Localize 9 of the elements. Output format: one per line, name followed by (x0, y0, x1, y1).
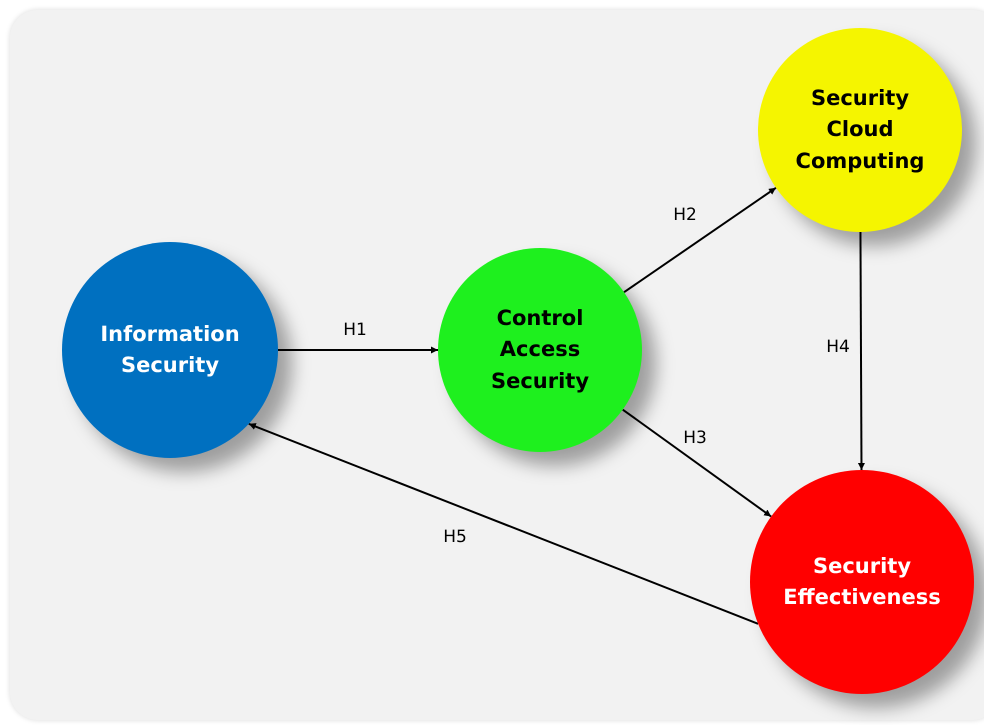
arrow (622, 408, 772, 518)
node-label: Information Security (99, 320, 241, 379)
node-label: Control Access Security (490, 304, 590, 395)
arrow (623, 186, 777, 294)
arrow (278, 346, 438, 354)
arrow (248, 422, 758, 625)
node-label: Security Effectiveness (782, 552, 942, 611)
node-label: Security Cloud Computing (794, 84, 926, 175)
arrow (858, 232, 865, 470)
